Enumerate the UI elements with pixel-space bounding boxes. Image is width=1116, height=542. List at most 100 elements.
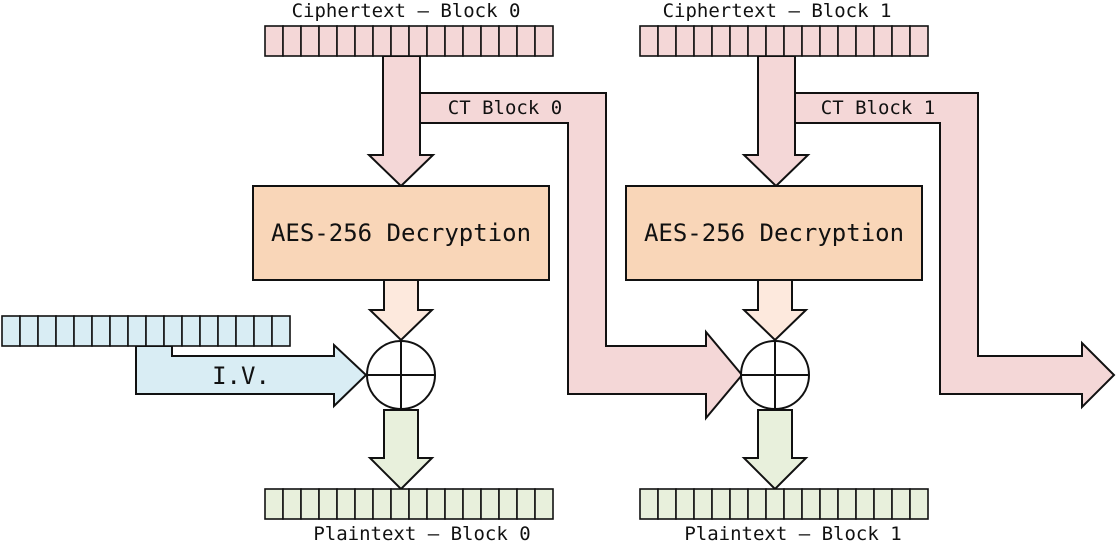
ct-block-0-label: CT Block 0 [448,97,562,119]
register-cell [109,315,129,347]
aes-decryption-label-1: AES-256 Decryption [644,219,904,247]
register-cell [300,488,320,520]
register-cell [426,488,446,520]
register-cell [480,488,500,520]
register-cell [462,25,482,57]
register-cell [765,488,785,520]
plaintext-block-0-label: Plaintext – Block 0 [313,523,530,542]
xor-1-output-arrow [741,409,809,491]
register-cell [318,25,338,57]
register-cell [657,25,677,57]
register-cell [837,488,857,520]
register-cell [783,488,803,520]
xor-0-output-arrow [367,409,435,491]
register-cell [127,315,147,347]
register-cell [855,488,875,520]
register-cell [444,488,464,520]
ct-block-0-down-arrow [366,55,436,188]
iv-label: I.V. [212,362,270,390]
register-cell [282,25,302,57]
aes-1-output-arrow [741,279,809,342]
register-cell [639,488,659,520]
ciphertext-block-0-register [264,25,554,57]
register-cell [336,488,356,520]
register-cell [55,315,75,347]
ciphertext-block-0-label: Ciphertext – Block 0 [292,0,521,22]
register-cell [675,25,695,57]
register-cell [783,25,803,57]
register-cell [873,488,893,520]
register-cell [693,488,713,520]
register-cell [408,25,428,57]
register-cell [372,25,392,57]
register-cell [516,488,536,520]
register-cell [390,25,410,57]
register-cell [462,488,482,520]
plaintext-block-1-label: Plaintext – Block 1 [684,523,901,542]
register-cell [336,25,356,57]
register-cell [390,488,410,520]
register-cell [747,25,767,57]
register-cell [729,488,749,520]
register-cell [235,315,255,347]
register-cell [498,25,518,57]
xor-icon-0 [366,340,436,410]
aes-0-output-arrow [367,279,435,342]
register-cell [480,25,500,57]
register-cell [264,488,284,520]
plaintext-block-1-register [639,488,929,520]
register-cell [217,315,237,347]
register-cell [909,488,929,520]
xor-icon-1 [740,340,810,410]
register-cell [145,315,165,347]
register-cell [711,25,731,57]
iv-register [1,315,291,347]
register-cell [264,25,284,57]
register-cell [354,488,374,520]
register-cell [163,315,183,347]
register-cell [873,25,893,57]
register-cell [372,488,392,520]
register-cell [444,25,464,57]
register-cell [693,25,713,57]
register-cell [639,25,659,57]
register-cell [300,25,320,57]
ciphertext-block-1-label: Ciphertext – Block 1 [663,0,892,22]
ct-block-1-down-arrow [741,55,811,188]
register-cell [909,25,929,57]
register-cell [801,488,821,520]
register-cell [837,25,857,57]
register-cell [534,488,554,520]
register-cell [408,488,428,520]
register-cell [354,25,374,57]
register-cell [91,315,111,347]
register-cell [765,25,785,57]
register-cell [181,315,201,347]
register-cell [729,25,749,57]
register-cell [747,488,767,520]
register-cell [199,315,219,347]
register-cell [819,25,839,57]
register-cell [819,488,839,520]
register-cell [1,315,21,347]
ct-block-1-forward-arrow [794,56,1116,410]
register-cell [855,25,875,57]
register-cell [282,488,302,520]
register-cell [19,315,39,347]
register-cell [73,315,93,347]
aes-decryption-box-1 [625,185,923,281]
register-cell [498,488,518,520]
register-cell [516,25,536,57]
ciphertext-block-1-register [639,25,929,57]
iv-arrow [135,342,368,409]
register-cell [657,488,677,520]
aes-decryption-label-0: AES-256 Decryption [271,219,531,247]
register-cell [891,488,911,520]
register-cell [534,25,554,57]
register-cell [711,488,731,520]
ct-block-1-label: CT Block 1 [821,97,935,119]
aes-decryption-box-0 [252,185,550,281]
register-cell [253,315,273,347]
register-cell [801,25,821,57]
